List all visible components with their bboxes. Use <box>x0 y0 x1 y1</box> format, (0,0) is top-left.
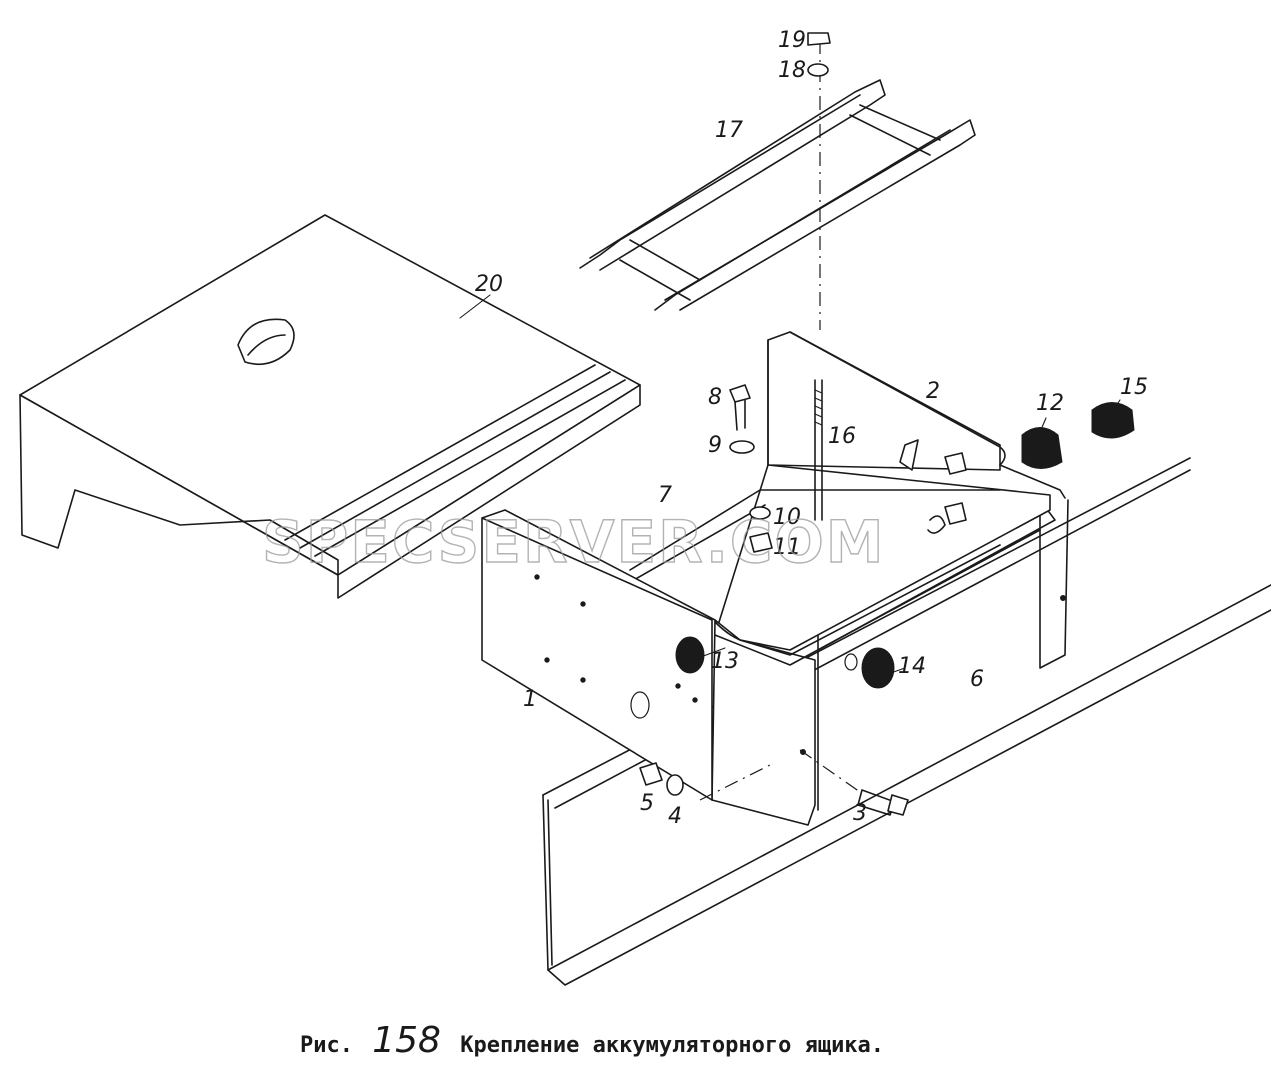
caption-prefix: Рис. <box>300 1033 353 1058</box>
battery-clamp-frame-17 <box>579 79 976 311</box>
watermark: SPECSERVER.COM <box>262 508 885 576</box>
callout-5: 5 <box>640 791 654 816</box>
battery-cover-20 <box>19 214 641 599</box>
battery-box-back-wall-2 <box>767 331 1066 499</box>
tie-rod-16 <box>814 40 823 521</box>
callout-9: 9 <box>708 433 722 458</box>
callout-12: 12 <box>1036 391 1064 416</box>
battery-box-front-wall-1 <box>481 464 1051 826</box>
grommet-14 <box>861 647 895 689</box>
callout-8: 8 <box>708 385 722 410</box>
bolt-8 <box>729 384 751 403</box>
clip <box>899 439 919 471</box>
cable-hole <box>630 691 650 719</box>
washer-18 <box>807 63 829 77</box>
figure-title: Крепление аккумуляторного ящика. <box>460 1033 885 1058</box>
figure-number: 158 <box>372 1020 441 1061</box>
callout-6: 6 <box>970 667 984 692</box>
callout-15: 15 <box>1120 375 1148 400</box>
nut-5 <box>639 762 663 786</box>
washer-4 <box>666 774 684 796</box>
nut-11 <box>749 532 773 553</box>
callout-10: 10 <box>773 505 801 530</box>
callout-11: 11 <box>773 535 801 560</box>
callout-17: 17 <box>715 118 743 143</box>
fasteners <box>639 32 1135 816</box>
nut-19 <box>807 32 831 46</box>
leader-lines <box>459 294 1121 676</box>
callout-18: 18 <box>778 58 806 83</box>
callout-13: 13 <box>711 649 739 674</box>
callout-16: 16 <box>828 424 856 449</box>
callout-19: 19 <box>778 28 806 53</box>
bracket-hole <box>1060 595 1066 601</box>
callout-20: 20 <box>475 272 503 297</box>
washer-10 <box>749 506 771 520</box>
callout-4: 4 <box>668 804 682 829</box>
washer-9 <box>729 440 755 454</box>
grommet-13 <box>675 636 705 674</box>
callout-numbers: 1 2 3 4 5 6 7 8 9 10 11 12 13 14 15 16 1… <box>475 28 1148 829</box>
callout-14: 14 <box>898 654 926 679</box>
figure-caption: Рис. 158 Крепление аккумуляторного ящика… <box>300 1020 884 1061</box>
grommet-12 <box>1021 427 1063 469</box>
cover-handle <box>237 318 295 366</box>
callout-7: 7 <box>658 483 672 508</box>
callout-2: 2 <box>926 379 940 404</box>
callout-1: 1 <box>523 687 537 712</box>
grommet-15 <box>1091 402 1135 439</box>
bolt-3 <box>857 789 896 816</box>
callout-3: 3 <box>853 801 867 826</box>
